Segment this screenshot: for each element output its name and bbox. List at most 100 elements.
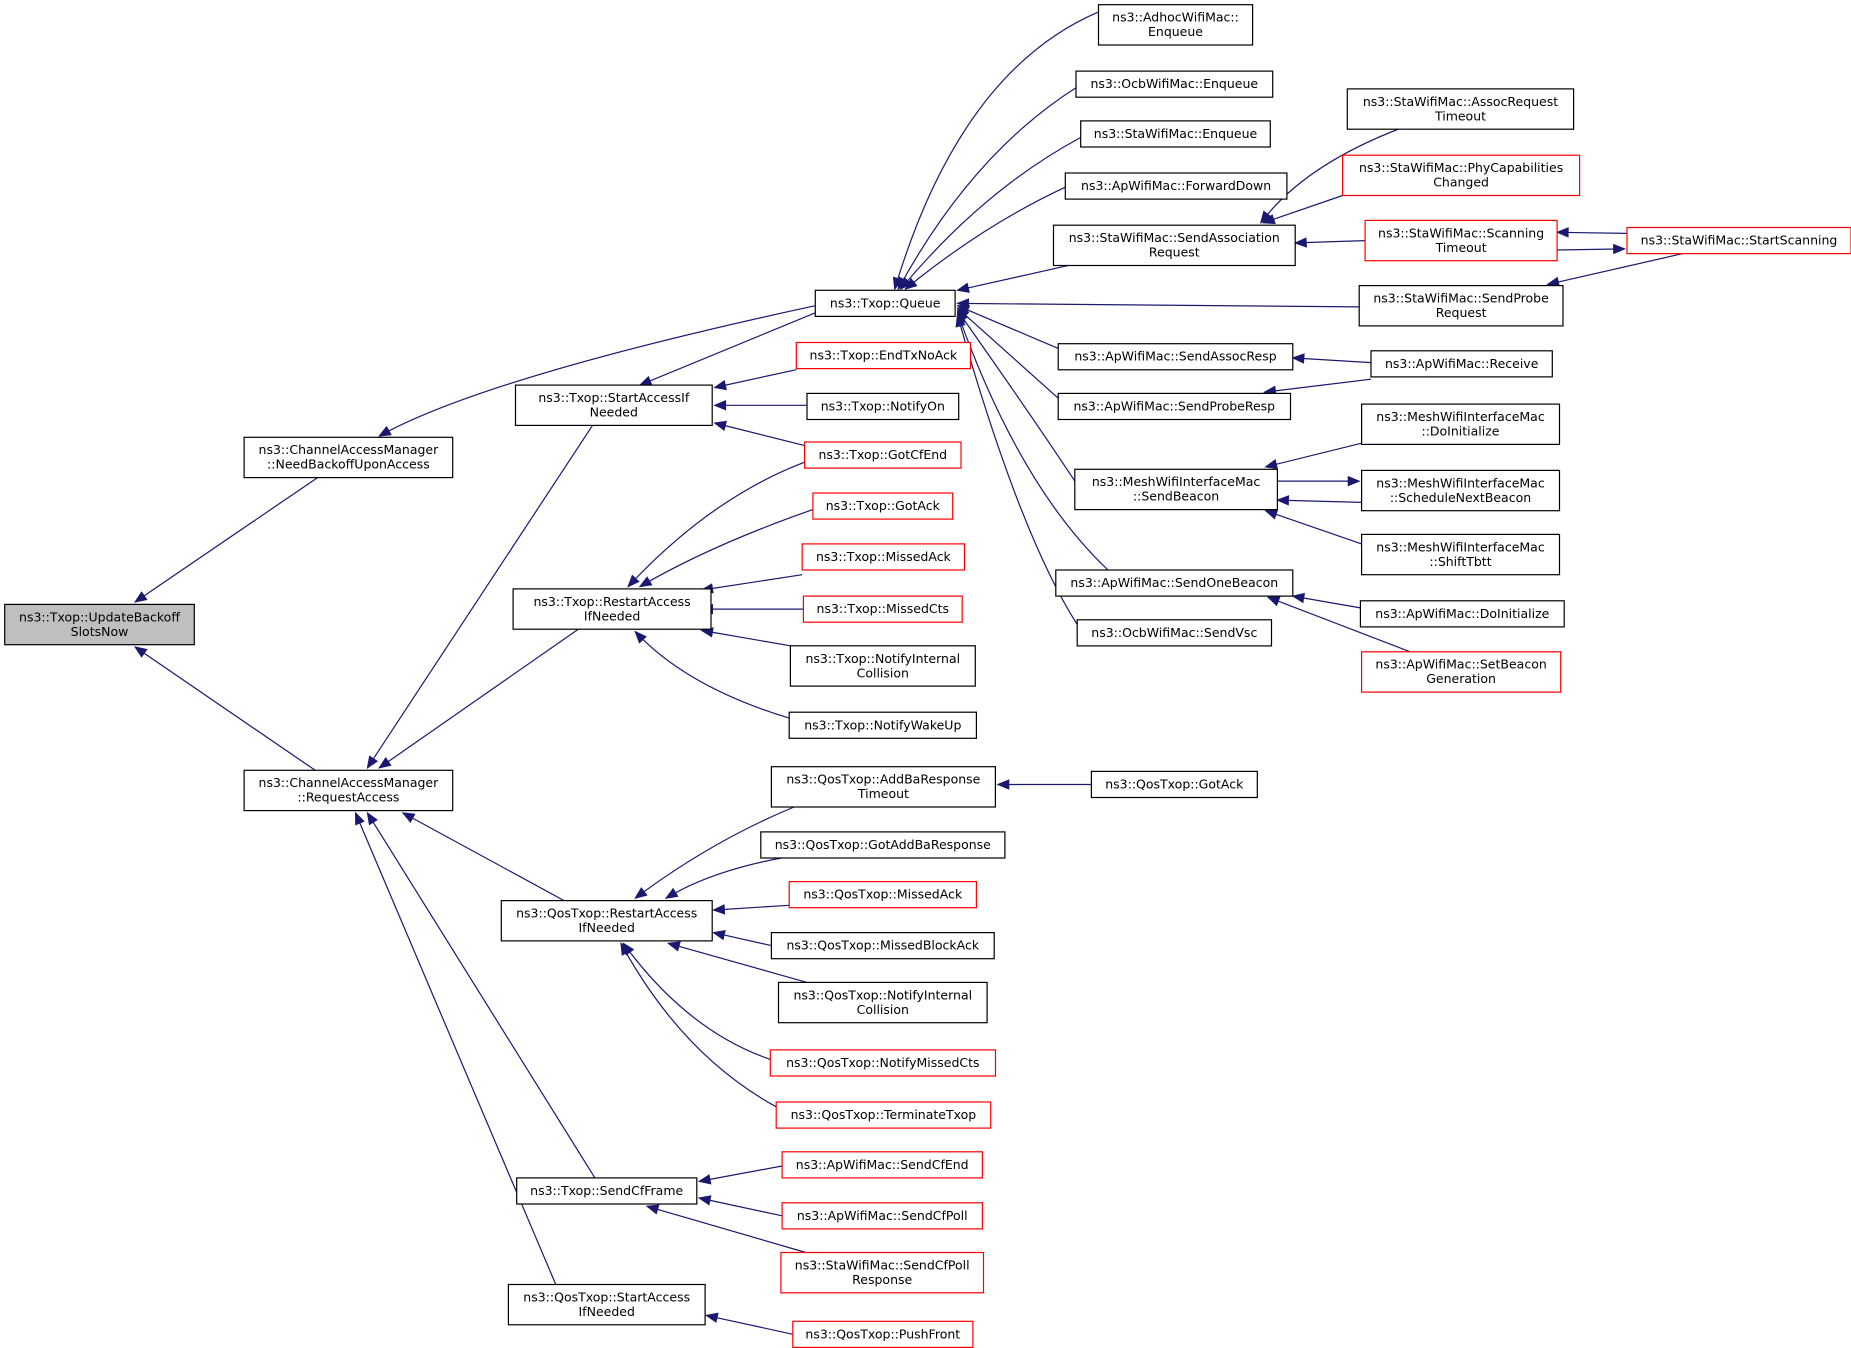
node-n35[interactable]: ns3::Txop::MissedCts (802, 595, 963, 623)
node-n10[interactable]: ns3::OcbWifiMac::Enqueue (1075, 70, 1274, 98)
node-n42[interactable]: ns3::QosTxop::MissedBlockAck (770, 931, 995, 960)
node-box[interactable] (814, 289, 956, 317)
node-box[interactable] (1064, 172, 1288, 200)
node-box[interactable] (1075, 70, 1274, 98)
node-box[interactable] (795, 341, 972, 370)
node-n17[interactable]: ns3::MeshWifiInterfaceMac::SendBeacon (1074, 468, 1279, 511)
node-n28[interactable]: ns3::ApWifiMac::DoInitialize (1359, 600, 1565, 628)
node-n37[interactable]: ns3::Txop::NotifyWakeUp (788, 711, 978, 739)
node-box[interactable] (1057, 392, 1292, 421)
node-n34[interactable]: ns3::Txop::MissedAck (801, 543, 966, 571)
node-n40[interactable]: ns3::QosTxop::GotAddBaResponse (760, 831, 1006, 859)
node-n11[interactable]: ns3::StaWifiMac::Enqueue (1080, 120, 1271, 148)
node-box[interactable] (243, 769, 454, 812)
node-box[interactable] (4, 603, 195, 646)
node-n23[interactable]: ns3::StaWifiMac::StartScanning (1626, 226, 1851, 255)
node-n15[interactable]: ns3::ApWifiMac::SendAssocResp (1057, 343, 1294, 371)
node-box[interactable] (769, 1049, 997, 1077)
node-box[interactable] (803, 441, 962, 469)
node-box[interactable] (792, 1320, 974, 1348)
node-box[interactable] (1360, 403, 1561, 446)
node-n9[interactable]: ns3::AdhocWifiMac::Enqueue (1097, 4, 1254, 46)
node-box[interactable] (760, 831, 1006, 859)
node-n47[interactable]: ns3::ApWifiMac::SendCfPoll (781, 1202, 983, 1230)
node-box[interactable] (801, 543, 966, 571)
node-n30[interactable]: ns3::Txop::EndTxNoAck (795, 341, 972, 370)
node-box[interactable] (770, 931, 995, 960)
node-box[interactable] (781, 1151, 983, 1179)
node-box[interactable] (243, 436, 454, 479)
node-n19[interactable]: ns3::OcbWifiMac::SendVsc (1076, 619, 1273, 647)
node-box[interactable] (512, 588, 712, 630)
node-box[interactable] (777, 981, 988, 1024)
node-box[interactable] (802, 595, 963, 623)
node-n45[interactable]: ns3::QosTxop::TerminateTxop (775, 1101, 992, 1129)
node-n1[interactable]: ns3::ChannelAccessManager::NeedBackoffUp… (243, 436, 454, 479)
node-box[interactable] (1359, 600, 1565, 628)
node-box[interactable] (1074, 468, 1279, 511)
node-n16[interactable]: ns3::ApWifiMac::SendProbeResp (1057, 392, 1292, 421)
node-box[interactable] (1341, 154, 1581, 197)
node-n26[interactable]: ns3::MeshWifiInterfaceMac::ScheduleNextB… (1360, 469, 1561, 512)
node-box[interactable] (1370, 350, 1553, 378)
node-n44[interactable]: ns3::QosTxop::NotifyMissedCts (769, 1049, 997, 1077)
node-box[interactable] (500, 899, 713, 942)
node-n39[interactable]: ns3::QosTxop::GotAck (1090, 770, 1258, 799)
node-box[interactable] (1360, 651, 1562, 693)
node-n18[interactable]: ns3::ApWifiMac::SendOneBeacon (1055, 569, 1294, 597)
node-box[interactable] (789, 645, 976, 687)
node-box[interactable] (812, 492, 954, 520)
node-box[interactable] (770, 766, 997, 808)
node-n12[interactable]: ns3::ApWifiMac::ForwardDown (1064, 172, 1288, 200)
node-box[interactable] (780, 1251, 985, 1294)
node-box[interactable] (1057, 343, 1294, 371)
node-n46[interactable]: ns3::ApWifiMac::SendCfEnd (781, 1151, 983, 1179)
node-box[interactable] (1358, 285, 1564, 327)
node-box[interactable] (788, 711, 978, 739)
node-box[interactable] (507, 1283, 706, 1326)
node-box[interactable] (1080, 120, 1271, 148)
node-box[interactable] (1097, 4, 1254, 46)
node-n31[interactable]: ns3::Txop::NotifyOn (806, 392, 960, 421)
node-box[interactable] (516, 1177, 698, 1205)
node-box[interactable] (1360, 533, 1561, 576)
node-n27[interactable]: ns3::MeshWifiInterfaceMac::ShiftTbtt (1360, 533, 1561, 576)
node-n32[interactable]: ns3::Txop::GotCfEnd (803, 441, 962, 469)
node-box[interactable] (781, 1202, 983, 1230)
node-box[interactable] (1364, 219, 1558, 262)
node-n25[interactable]: ns3::MeshWifiInterfaceMac::DoInitialize (1360, 403, 1561, 446)
node-box[interactable] (788, 880, 978, 909)
node-n41[interactable]: ns3::QosTxop::MissedAck (788, 880, 978, 909)
node-n24[interactable]: ns3::ApWifiMac::Receive (1370, 350, 1553, 378)
node-box[interactable] (514, 384, 713, 427)
node-box[interactable] (1076, 619, 1273, 647)
node-box[interactable] (1090, 770, 1258, 799)
node-n49[interactable]: ns3::QosTxop::PushFront (792, 1320, 974, 1348)
node-box[interactable] (775, 1101, 992, 1129)
node-n7[interactable]: ns3::Txop::SendCfFrame (516, 1177, 698, 1205)
node-box[interactable] (1055, 569, 1294, 597)
node-n33[interactable]: ns3::Txop::GotAck (812, 492, 954, 520)
node-box[interactable] (1052, 224, 1296, 267)
node-n2[interactable]: ns3::ChannelAccessManager::RequestAccess (243, 769, 454, 812)
node-box[interactable] (806, 392, 960, 421)
node-box[interactable] (1360, 469, 1561, 512)
node-box[interactable] (1626, 226, 1851, 255)
node-n3[interactable]: ns3::Txop::Queue (814, 289, 956, 317)
node-box[interactable] (1346, 88, 1575, 130)
